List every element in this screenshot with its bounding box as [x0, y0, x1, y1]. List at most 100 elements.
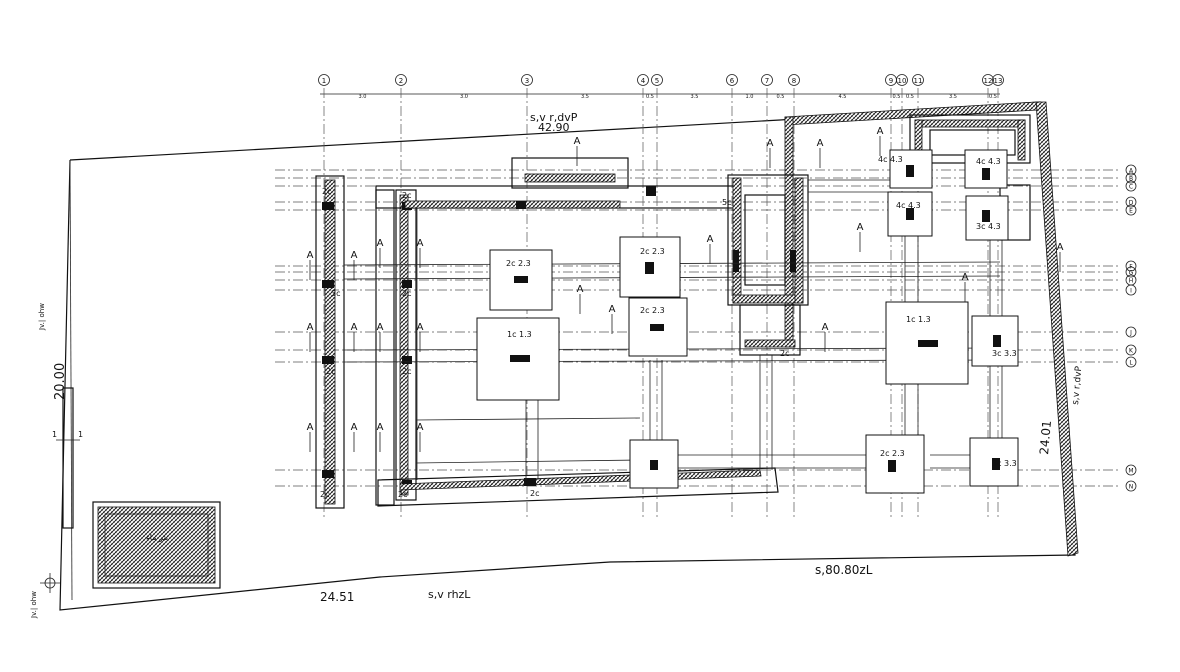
- grid-spacing-label: 0.5: [777, 94, 785, 100]
- footing-label: 2c 2.3: [880, 449, 905, 458]
- grid-bubble: [521, 74, 533, 86]
- grid-row-label: G: [1129, 270, 1134, 277]
- west-element: 20.00 Jv.| ohw Jv.| ohw 1 1: [30, 303, 83, 619]
- grid-bubble: [637, 74, 649, 86]
- grid-bubble: [912, 74, 924, 86]
- grid-spacing-label: 3.5: [581, 94, 589, 100]
- north-title: s,v r,dvP: [530, 111, 578, 124]
- section-one-label: 1: [78, 430, 83, 439]
- top-right-core: [909, 114, 1031, 241]
- grid-bubble: [1125, 464, 1137, 476]
- grid-row-label: N: [1129, 484, 1134, 491]
- grid-column-label: 9: [889, 77, 893, 85]
- grid-bubble: [788, 74, 800, 86]
- grid-spacing-label: 4.5: [839, 94, 847, 100]
- grid-bubble: [1125, 196, 1137, 208]
- footing-f2: 2c 2.3: [619, 236, 681, 298]
- section-one-label: 1: [52, 430, 57, 439]
- footing-label: 1c 1.3: [507, 330, 532, 339]
- footing-f12: 4c 4.3: [964, 149, 1008, 189]
- section-mark: A: [707, 234, 714, 245]
- footings: 2c 2.3 2c 2.3 1c 1.3 2c 2.3 1c 1.3: [476, 149, 1019, 494]
- grid-column-label: 1: [322, 77, 326, 85]
- grid-bubble: [395, 74, 407, 86]
- grid-row-label: C: [1129, 184, 1133, 191]
- strip-label: 2c: [780, 349, 790, 358]
- grid-column-label: 7: [765, 77, 769, 85]
- south-dimension-left: 24.51: [320, 590, 354, 604]
- grid-column-label: 3: [525, 77, 529, 85]
- grid-column-label: 13: [994, 77, 1003, 85]
- grid-spacing-label: 0.5: [646, 94, 654, 100]
- grid-bubble: [1125, 480, 1137, 492]
- footing-label: 3c 3.3: [992, 349, 1017, 358]
- section-mark: A: [351, 250, 358, 261]
- footing-f11: 4c 4.3: [887, 191, 933, 237]
- footing-f10: 4c 4.3: [878, 149, 933, 189]
- grid-bubble: [1125, 326, 1137, 338]
- grid-row-label: B: [1129, 176, 1133, 183]
- grid-row-label: I: [1130, 288, 1132, 295]
- grid-bubble: [1125, 172, 1137, 184]
- grid-bubble: [1125, 344, 1137, 356]
- west-text-top: Jv.| ohw: [38, 303, 46, 331]
- grid-column-label: 6: [730, 77, 735, 85]
- grid-spacing-label: 0.5: [989, 94, 997, 100]
- grid-row-label: L: [1129, 360, 1133, 367]
- east-title: s,v r,dvP: [1071, 365, 1084, 405]
- grid-row-label: M: [1128, 468, 1133, 475]
- grid-bubble: [1125, 356, 1137, 368]
- strip-label: 2c: [322, 187, 332, 196]
- section-mark: A: [307, 422, 314, 433]
- strip-label: 5c: [722, 198, 732, 207]
- strip-label: 2c: [320, 490, 330, 499]
- grid-bubble: [982, 74, 994, 86]
- section-mark: A: [417, 322, 424, 333]
- grid-spacing-label: 1.0: [746, 94, 754, 100]
- grid-row-label: E: [1129, 208, 1133, 215]
- section-mark: A: [877, 126, 884, 137]
- section-mark: A: [577, 284, 584, 295]
- grid-spacing-label: 0.5: [906, 94, 914, 100]
- grid-bubble: [1125, 164, 1137, 176]
- strip-label: 2c: [326, 367, 336, 376]
- well-label: بئر ماء: [146, 533, 168, 542]
- section-mark: A: [857, 222, 864, 233]
- footing-f3: 1c 1.3: [476, 317, 560, 401]
- grid-bubble: [1125, 180, 1137, 192]
- strip-label: 3c: [331, 289, 341, 298]
- grid-spacing-label: 3.5: [949, 94, 957, 100]
- section-mark: A: [307, 322, 314, 333]
- grid-bubble: [992, 74, 1004, 86]
- west-text-bottom: Jv.| ohw: [30, 591, 38, 619]
- strip-label: 2c: [530, 489, 540, 498]
- grid-bubble: [318, 74, 330, 86]
- strip-label: 2c: [398, 490, 408, 499]
- grid-spacing-label: 3.5: [691, 94, 699, 100]
- south-title: s,v rhzL: [428, 588, 471, 601]
- grid-bubble: [726, 74, 738, 86]
- grid-column-label: 4: [641, 77, 646, 85]
- grid-spacing-label: 0.5: [893, 94, 901, 100]
- section-mark: A: [767, 138, 774, 149]
- footing-label: 4c 4.3: [896, 201, 921, 210]
- section-mark: A: [817, 138, 824, 149]
- footing-f7: 3c 3.3: [971, 315, 1019, 367]
- section-mark: A: [377, 322, 384, 333]
- top-strip-footing: [375, 157, 737, 209]
- grid-row-label: A: [1129, 168, 1134, 175]
- footing-label: 2c 2.3: [640, 306, 665, 315]
- strip-label: 2c: [402, 289, 412, 298]
- grid-spacing-label: 3.0: [359, 94, 367, 100]
- footing-label: 2c 2.3: [506, 259, 531, 268]
- footing-f13: 3c 4.3: [965, 195, 1009, 241]
- footing-label: 3c 3.3: [992, 459, 1017, 468]
- grid-row-label: H: [1129, 278, 1134, 285]
- grid-bubble: [651, 74, 663, 86]
- section-mark: A: [351, 422, 358, 433]
- grid-bubble: [1125, 266, 1137, 278]
- section-mark: A: [574, 136, 581, 147]
- section-mark: A: [609, 304, 616, 315]
- grid-row-label: D: [1129, 200, 1134, 207]
